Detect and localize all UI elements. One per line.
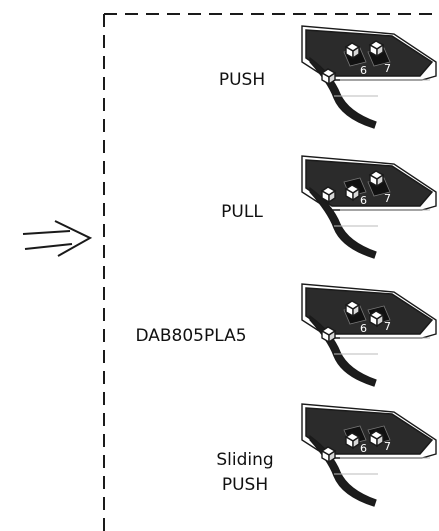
switch-knob-6 <box>344 432 361 450</box>
switch-knob-7 <box>368 170 385 188</box>
switch-knob-7 <box>368 310 385 328</box>
setting-label-push: PUSH <box>218 70 266 90</box>
switch-number-7: 7 <box>384 192 391 205</box>
setting-label-sliding-push: Sliding PUSH <box>190 448 300 498</box>
switch-number-6: 6 <box>360 194 367 207</box>
switch-knob-7 <box>368 40 385 58</box>
setting-label-pull: PULL <box>221 202 263 222</box>
switch-knob-7 <box>368 430 385 448</box>
switch-number-6: 6 <box>360 64 367 77</box>
switch-knob-5 <box>320 68 337 86</box>
switch-number-7: 7 <box>384 440 391 453</box>
switch-number-6: 6 <box>360 322 367 335</box>
switch-knob-6 <box>344 184 361 202</box>
switch-knob-6 <box>344 42 361 60</box>
switch-knob-6 <box>344 300 361 318</box>
setting-label-dab805pla5: DAB805PLA5 <box>135 326 247 346</box>
switch-number-6: 6 <box>360 442 367 455</box>
switch-knob-5 <box>320 446 337 464</box>
switch-knob-5 <box>320 326 337 344</box>
setting-label-sliding: Sliding <box>216 450 274 470</box>
switch-number-7: 7 <box>384 62 391 75</box>
switch-knob-5 <box>320 186 337 204</box>
switch-number-7: 7 <box>384 320 391 333</box>
setting-label-sliding-line2: PUSH <box>221 475 269 495</box>
double-arrow-icon <box>22 220 93 257</box>
dashed-boundary <box>103 13 439 531</box>
